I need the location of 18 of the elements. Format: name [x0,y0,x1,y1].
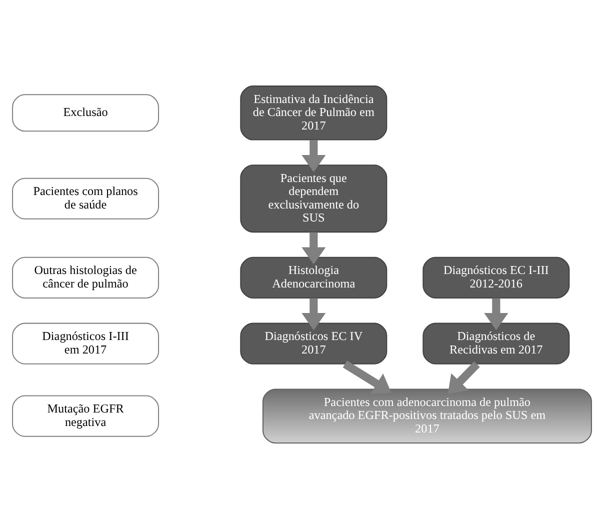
node-box: Diagnósticos I-III em 2017 [12,322,160,364]
arrow [448,361,480,394]
arrow [302,140,326,172]
node-box: Histologia Adenocarcinoma [240,256,388,298]
arrow [484,298,508,330]
node-box: Diagnósticos EC IV 2017 [240,322,388,364]
arrow [342,360,392,394]
node-box: Pacientes que dependem exclusivamente do SUS [240,164,388,233]
node-box: Diagnósticos de Recidivas em 2017 [422,322,570,364]
node-box: Pacientes com planos de saúde [12,178,160,220]
arrow [302,232,326,264]
node-box: Pacientes com adenocarcinoma de pulmão avançado EGFR-positivos tratados pelo SUS em 2017 [262,388,592,444]
node-box: Outras histologias de câncer de pulmão [12,256,160,298]
node-box: Diagnósticos EC I-III 2012-2016 [422,256,570,298]
node-box: Mutação EGFR negativa [12,395,160,437]
arrow [302,298,326,330]
node-box: Exclusão [12,94,160,132]
node-box: Estimativa da Incidência de Câncer de Pulmão em 2017 [240,86,388,140]
